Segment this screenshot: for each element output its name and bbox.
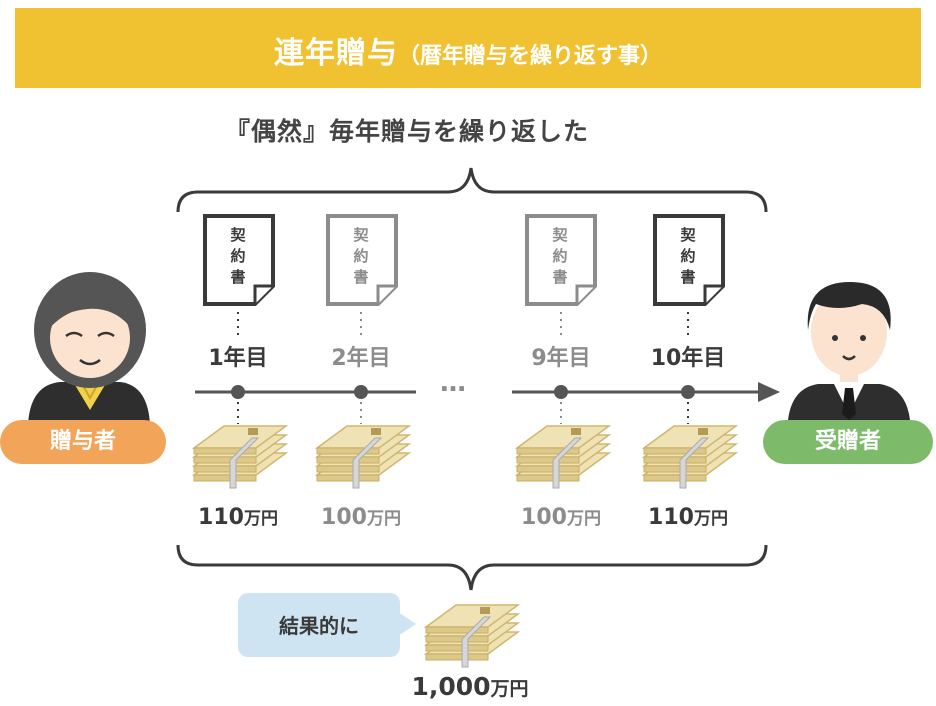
title-banner: 連年贈与（暦年贈与を繰り返す事）: [15, 8, 921, 88]
contract-char-1: 契: [353, 226, 369, 244]
contract-doc-2-text: 契 約 書: [351, 225, 371, 288]
timeline-ellipsis: …: [440, 368, 469, 398]
total-value: 1,000: [411, 672, 491, 701]
timeline-dot-1: [231, 385, 245, 399]
contract-doc-3-text: 契 約 書: [550, 225, 570, 288]
amount-4-unit: 万円: [693, 509, 728, 529]
amount-3-value: 100: [521, 505, 567, 530]
contract-char-2: 約: [552, 247, 568, 265]
result-bubble: [238, 593, 400, 657]
amount-3: 100万円: [486, 504, 636, 530]
amount-1-unit: 万円: [243, 509, 278, 529]
amount-4: 110万円: [613, 504, 763, 530]
year-label-4: 10年目: [650, 346, 726, 371]
receiver-person-icon: [788, 282, 910, 420]
amount-2-unit: 万円: [366, 509, 401, 529]
bottom-brace: [176, 544, 768, 591]
contract-char-2: 約: [353, 247, 369, 265]
result-bubble-tail: [398, 612, 416, 636]
contract-char-1: 契: [230, 226, 246, 244]
cash-stack-2-icon: [314, 425, 412, 489]
contract-doc-3-icon: [525, 214, 597, 306]
contract-char-3: 書: [230, 268, 246, 286]
banner-subtitle: （暦年贈与を繰り返す事）: [397, 44, 662, 69]
giver-label: 贈与者: [0, 420, 166, 464]
contract-doc-1-text: 契 約 書: [228, 225, 248, 288]
amount-1-value: 110: [198, 505, 244, 530]
cash-stack-1-icon: [191, 425, 289, 489]
banner-main-title: 連年贈与: [273, 36, 398, 71]
amount-2: 100万円: [286, 504, 436, 530]
receiver-label: 受贈者: [763, 420, 933, 464]
contract-char-3: 書: [552, 268, 568, 286]
year-label-2: 2年目: [331, 346, 391, 371]
contract-char-3: 書: [680, 268, 696, 286]
amount-3-unit: 万円: [566, 509, 601, 529]
cash-stack-3-icon: [514, 425, 612, 489]
contract-doc-4-text: 契 約 書: [678, 225, 698, 288]
banner-title: 連年贈与（暦年贈与を繰り返す事）: [15, 28, 921, 72]
contract-char-2: 約: [680, 247, 696, 265]
total-unit: 万円: [490, 678, 529, 700]
timeline-dot-2: [354, 385, 368, 399]
giver-person-icon: [28, 272, 150, 425]
amount-2-value: 100: [321, 505, 367, 530]
cash-stack-total-icon: [423, 604, 521, 668]
amount-1: 110万円: [163, 504, 313, 530]
top-brace: [176, 167, 768, 213]
year-label-3: 9年目: [531, 346, 591, 371]
result-label: 結果的に: [279, 614, 359, 638]
contract-char-3: 書: [353, 268, 369, 286]
contract-char-2: 約: [230, 247, 246, 265]
amount-4-value: 110: [648, 505, 694, 530]
contract-doc-4-icon: [653, 214, 725, 306]
total-amount: 1,000万円: [380, 672, 560, 701]
contract-char-1: 契: [552, 226, 568, 244]
year-label-1: 1年目: [208, 346, 268, 371]
timeline-dot-4: [681, 385, 695, 399]
timeline-dot-3: [554, 385, 568, 399]
contract-char-1: 契: [680, 226, 696, 244]
subheading: 『偶然』毎年贈与を繰り返した: [225, 117, 590, 146]
contract-doc-2-icon: [326, 214, 398, 306]
contract-doc-1-icon: [203, 214, 275, 306]
cash-stack-4-icon: [641, 425, 739, 489]
timeline-arrowhead: [758, 382, 780, 402]
